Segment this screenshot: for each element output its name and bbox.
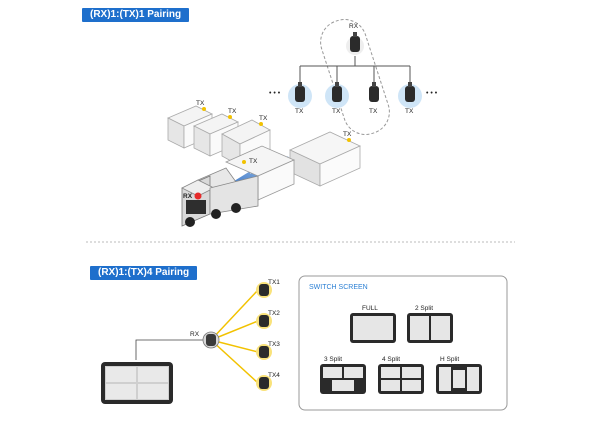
- ellipsis-left: • • •: [269, 90, 281, 97]
- tx3-icon: [256, 344, 272, 360]
- mode-label-full: FULL: [362, 305, 378, 312]
- truck: [181, 145, 295, 227]
- star-tx1-label: TX1: [268, 279, 280, 286]
- tx-label: TX: [405, 108, 414, 115]
- tx4-icon: [256, 375, 272, 391]
- tx-antenna-icon: [369, 82, 379, 102]
- tx2-icon: [256, 313, 272, 329]
- star-rx-label: RX: [190, 331, 200, 338]
- screen-mode-2split: [407, 313, 453, 343]
- truck-rx-label: RX: [183, 193, 193, 200]
- tx-antenna-icon: [295, 82, 305, 102]
- pairing-highlight: [320, 19, 390, 135]
- trailer-tx-label: TX: [259, 115, 268, 122]
- screen-mode-3split: [320, 364, 366, 394]
- rx-label: RX: [349, 23, 359, 30]
- star-tx3-label: TX3: [268, 341, 280, 348]
- mode-label-hsplit: H Split: [440, 356, 460, 363]
- trailer-tx-label: TX: [228, 108, 237, 115]
- pairing-1to1-diagram: [86, 19, 515, 243]
- rx-hub-icon: [202, 331, 220, 349]
- trailer-group: [167, 105, 271, 167]
- trailer-tx-label: TX: [343, 131, 352, 138]
- mode-label-4split: 4 Split: [382, 356, 401, 363]
- star-tx4-label: TX4: [268, 372, 280, 379]
- tx1-icon: [256, 282, 272, 298]
- tx-label: TX: [369, 108, 378, 115]
- truck-tx-label: TX: [249, 158, 258, 165]
- monitor-quad: [101, 362, 173, 404]
- screen-mode-full: [350, 313, 396, 343]
- star-tx2-label: TX2: [268, 310, 280, 317]
- mode-label-2split: 2 Split: [415, 305, 434, 312]
- trailer-tx-label: TX: [196, 100, 205, 107]
- screen-mode-hsplit: [436, 364, 482, 394]
- tx-antenna-icon: [332, 82, 342, 102]
- ellipsis-right: • • •: [426, 90, 438, 97]
- section2-title: (RX)1:(TX)4 Pairing: [90, 266, 198, 280]
- tx-label: TX: [332, 108, 341, 115]
- rx-antenna-icon: [346, 32, 364, 55]
- tx-label: TX: [295, 108, 304, 115]
- trailer-right: [289, 131, 361, 187]
- switch-screen-title: SWITCH SCREEN: [309, 284, 368, 291]
- mode-label-3split: 3 Split: [324, 356, 343, 363]
- screen-mode-4split: [378, 364, 424, 394]
- section1-title: (RX)1:(TX)1 Pairing: [82, 8, 190, 22]
- tx-antenna-icon: [405, 82, 415, 102]
